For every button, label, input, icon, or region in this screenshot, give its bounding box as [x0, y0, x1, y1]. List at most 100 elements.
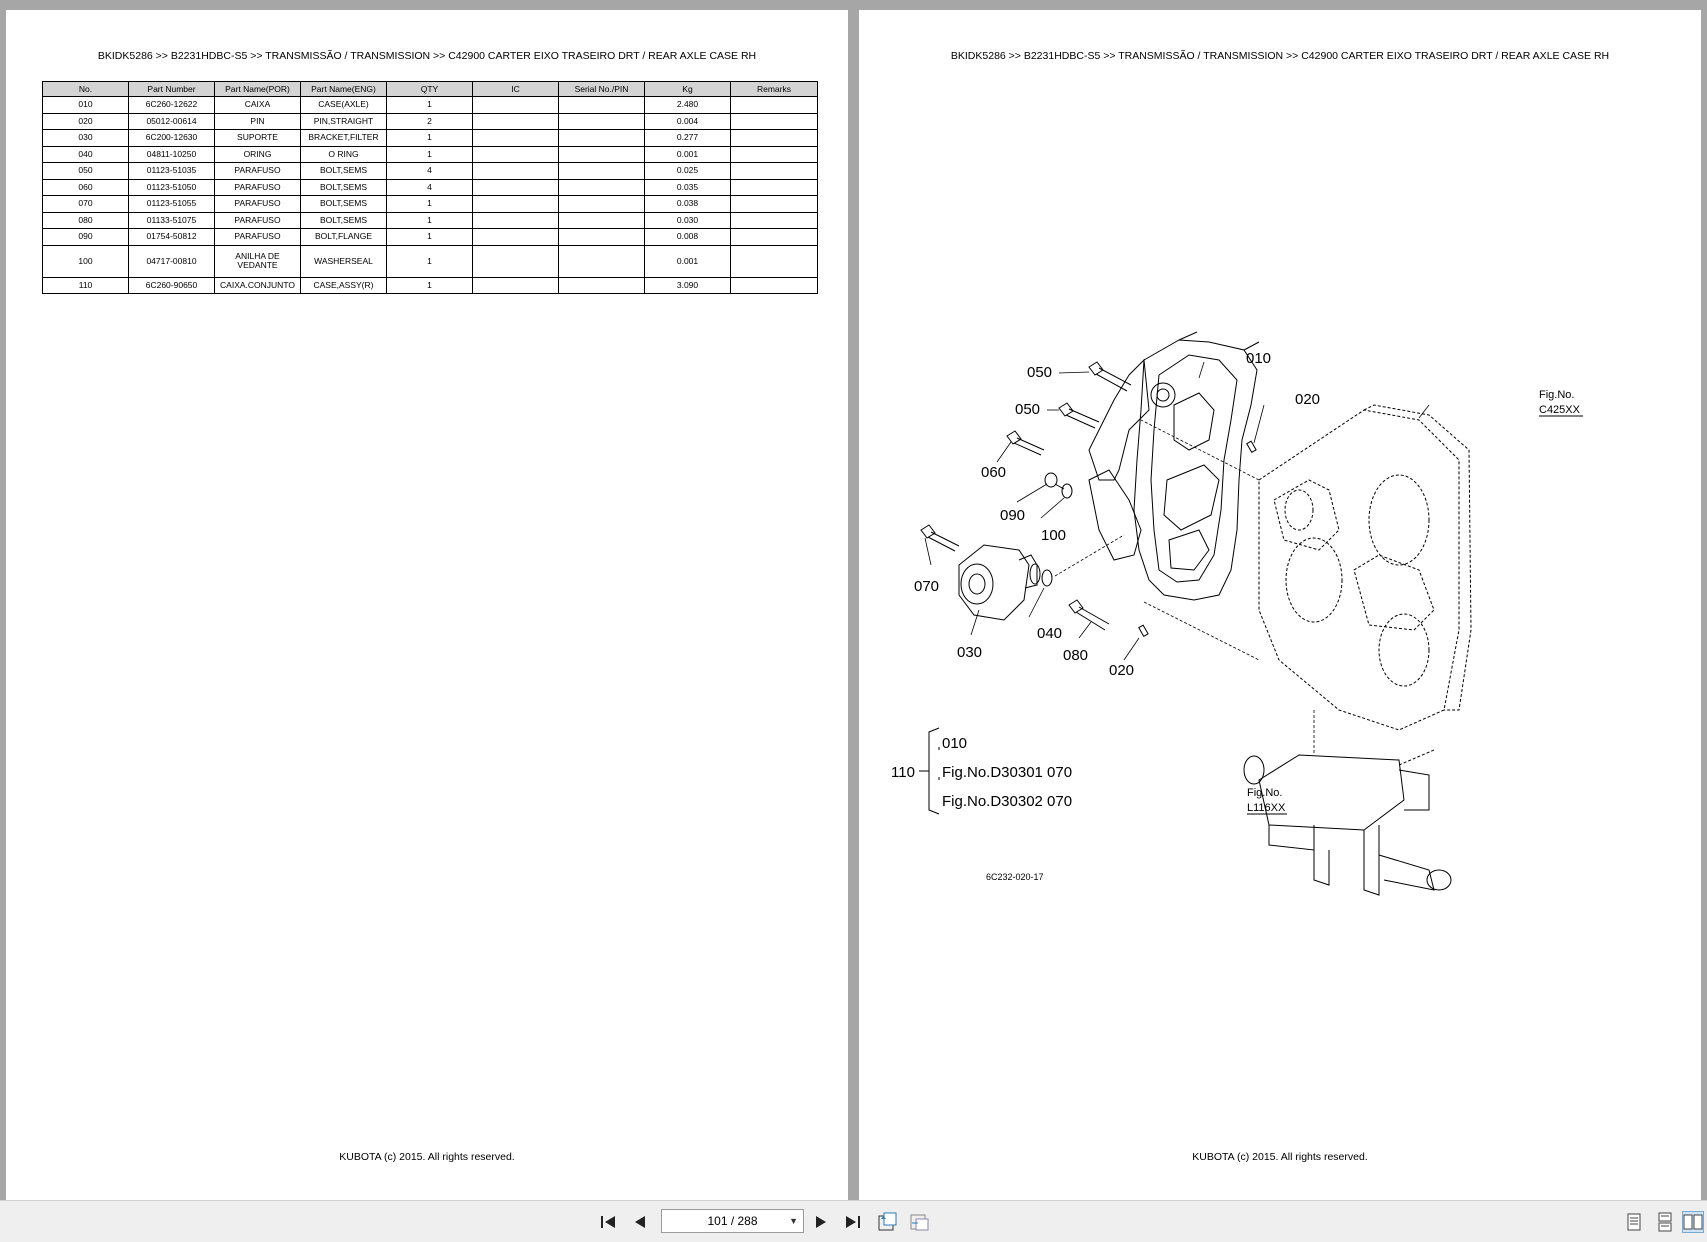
assembly-callout: 110 010 Fig.No.D30301 070 Fig.No.D30302 …: [891, 735, 1072, 810]
table-cell-name-eng: WASHERSEAL: [300, 244, 387, 278]
table-cell-part-number: 01133-51075: [128, 211, 215, 229]
table-cell-remarks: [730, 112, 818, 130]
axle-case-drawing: [1088, 331, 1260, 601]
table-cell-name-eng: CASE,ASSY(R): [300, 276, 387, 294]
col-header-part-name-eng: Part Name(ENG): [300, 81, 387, 97]
table-cell-serial: [558, 129, 645, 147]
table-cell-part-number: 05012-00614: [128, 112, 215, 130]
assembly-label-110: 110: [891, 764, 915, 781]
table-cell-ic: [472, 145, 559, 163]
table-cell-name-eng: PIN,STRAIGHT: [300, 112, 387, 130]
table-cell-no: 030: [42, 129, 129, 147]
table-cell-name-eng: BOLT,SEMS: [300, 211, 387, 229]
first-page-icon: [601, 1216, 615, 1228]
table-cell-qty: 1: [386, 276, 473, 294]
fig-ref-bottom-label: Fig.No.: [1247, 787, 1282, 799]
table-cell-serial: [558, 228, 645, 246]
table-cell-no: 090: [42, 228, 129, 246]
table-cell-no: 070: [42, 195, 129, 213]
assembly-line-3: Fig.No.D30302 070: [942, 793, 1072, 810]
right-page-header: BKIDK5286 >> B2231HDBC-S5 >> TRANSMISSÃO…: [950, 50, 1610, 62]
table-cell-part-number: 01754-50812: [128, 228, 215, 246]
callout-020b: 020: [1109, 662, 1134, 679]
bolt-060-drawing: [1006, 430, 1045, 456]
table-cell-part-number: 6C260-12622: [128, 96, 215, 114]
table-cell-serial: [558, 276, 645, 294]
col-header-serial: Serial No./PIN: [558, 81, 645, 97]
first-page-button[interactable]: [597, 1211, 619, 1233]
callout-040: 040: [1037, 625, 1062, 642]
parts-table-header-row: No. Part Number Part Name(POR) Part Name…: [42, 81, 818, 97]
last-page-button[interactable]: [842, 1211, 864, 1233]
left-page-footer: KUBOTA (c) 2015. All rights reserved.: [339, 1151, 515, 1163]
two-page-view-button[interactable]: [1682, 1211, 1704, 1233]
table-cell-serial: [558, 112, 645, 130]
continuous-view-button[interactable]: [1654, 1211, 1676, 1233]
table-cell-name-por: ORING: [214, 145, 301, 163]
fig-ref-top-label: Fig.No.: [1539, 389, 1574, 401]
table-cell-name-por: PARAFUSO: [214, 228, 301, 246]
table-cell-qty: 1: [386, 211, 473, 229]
callout-060: 060: [981, 464, 1006, 481]
page-indicator: 101 / 288: [707, 1214, 758, 1228]
table-cell-name-por: PIN: [214, 112, 301, 130]
col-header-qty: QTY: [386, 81, 473, 97]
drawing-code: 6C232-020-17: [986, 872, 1044, 882]
bolt-080-drawing: [1068, 599, 1110, 631]
table-cell-kg: 0.030: [644, 211, 731, 229]
table-cell-qty: 1: [386, 228, 473, 246]
table-cell-kg: 0.277: [644, 129, 731, 147]
figure-references: Fig.No. C425XX Fig.No. L116XX: [1247, 389, 1583, 815]
rotate-button[interactable]: [876, 1211, 898, 1233]
table-cell-name-eng: CASE(AXLE): [300, 96, 387, 114]
prev-page-icon: [635, 1216, 645, 1228]
page-number-field[interactable]: 101 / 288 ▼: [661, 1209, 804, 1233]
table-cell-kg: 0.001: [644, 145, 731, 163]
table-cell-ic: [472, 96, 559, 114]
leader-lines: [924, 361, 1430, 755]
table-cell-qty: 2: [386, 112, 473, 130]
table-cell-name-eng: O RING: [300, 145, 387, 163]
table-cell-serial: [558, 195, 645, 213]
table-cell-name-por: PARAFUSO: [214, 195, 301, 213]
prev-page-button[interactable]: [629, 1211, 651, 1233]
assembly-line-2: Fig.No.D30301 070: [942, 764, 1072, 781]
table-cell-no: 060: [42, 178, 129, 196]
table-cell-qty: 1: [386, 145, 473, 163]
parts-table: No. Part Number Part Name(POR) Part Name…: [42, 81, 818, 294]
left-page: BKIDK5286 >> B2231HDBC-S5 >> TRANSMISSÃO…: [6, 10, 848, 1200]
fit-button[interactable]: [908, 1211, 930, 1233]
callout-labels: 010 020 050 050 060 090 100 070 040 030 …: [914, 350, 1320, 679]
single-page-view-button[interactable]: [1623, 1211, 1645, 1233]
table-cell-kg: 2.480: [644, 96, 731, 114]
table-cell-qty: 1: [386, 195, 473, 213]
col-header-part-number: Part Number: [128, 81, 215, 97]
table-cell-qty: 1: [386, 244, 473, 278]
table-cell-qty: 1: [386, 129, 473, 147]
continuous-view-icon: [1658, 1212, 1672, 1232]
bolt-090-drawing: [1044, 472, 1065, 490]
table-cell-kg: 0.008: [644, 228, 731, 246]
table-cell-no: 100: [42, 244, 129, 278]
table-cell-no: 040: [42, 145, 129, 163]
table-cell-name-por: PARAFUSO: [214, 162, 301, 180]
col-header-kg: Kg: [644, 81, 731, 97]
table-cell-serial: [558, 145, 645, 163]
next-page-button[interactable]: [810, 1211, 832, 1233]
table-cell-remarks: [730, 276, 818, 294]
table-cell-part-number: 6C200-12630: [128, 129, 215, 147]
table-cell-remarks: [730, 244, 818, 278]
o-ring-drawing: [1041, 569, 1053, 587]
pin-020b-drawing: [1138, 624, 1149, 638]
callout-030: 030: [957, 644, 982, 661]
right-page: BKIDK5286 >> B2231HDBC-S5 >> TRANSMISSÃO…: [859, 10, 1701, 1200]
table-cell-name-por: SUPORTE: [214, 129, 301, 147]
washer-seal-drawing: [1061, 483, 1073, 499]
table-cell-name-eng: BOLT,SEMS: [300, 162, 387, 180]
exploded-parts-diagram: 010 020 050 050 060 090 100 070 040 030 …: [891, 331, 1583, 896]
